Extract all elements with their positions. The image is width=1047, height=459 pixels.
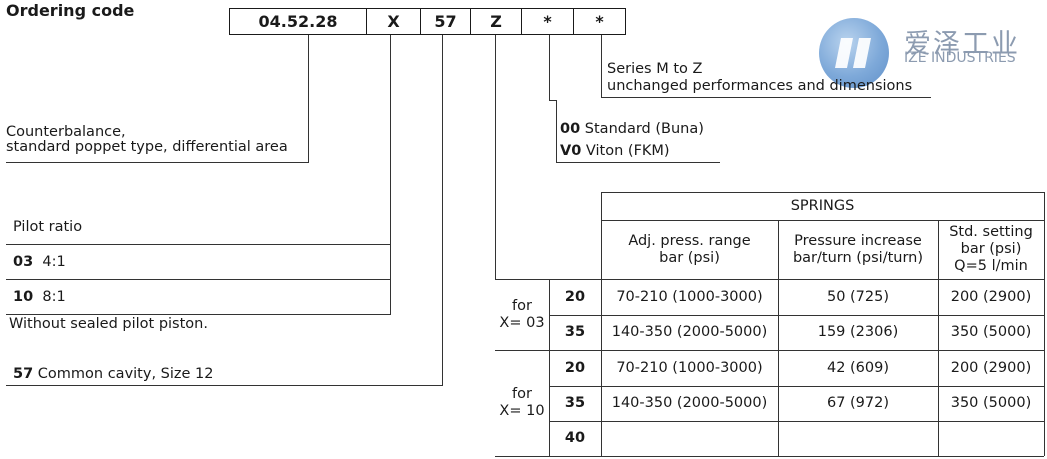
grid-line bbox=[549, 421, 1044, 422]
spring-code: 40 bbox=[564, 430, 586, 446]
pilot-heading: Pilot ratio bbox=[13, 219, 83, 235]
grid-line bbox=[778, 220, 779, 456]
spring-code: 35 bbox=[564, 395, 586, 411]
grid-line bbox=[495, 279, 1044, 280]
seal-label: Standard (Buna) bbox=[584, 121, 704, 137]
header-line: Q=5 l/min bbox=[954, 258, 1028, 274]
code-segment-series: * bbox=[573, 8, 626, 35]
cavity-option: 57 Common cavity, Size 12 bbox=[13, 366, 214, 383]
header-line: Adj. press. range bbox=[628, 232, 751, 249]
spring-setting: 350 (5000) bbox=[950, 395, 1032, 411]
pilot-label: 4:1 bbox=[42, 254, 66, 270]
code-segment-cavity: 57 bbox=[420, 8, 471, 35]
cavity-underline bbox=[6, 385, 443, 386]
code-segment-pilot: X bbox=[366, 8, 421, 35]
logo-chinese-text: 爱泽工业 bbox=[904, 29, 1020, 60]
grid-line bbox=[495, 350, 1044, 351]
logo-english-text: IZE INDUSTRIES bbox=[904, 50, 1016, 66]
grid-line bbox=[549, 279, 550, 456]
group-x: X= 10 bbox=[499, 403, 545, 419]
grid-line bbox=[495, 456, 1044, 457]
spring-code: 35 bbox=[564, 324, 586, 340]
pilot-underline-10 bbox=[6, 314, 391, 315]
page-title: Ordering code bbox=[6, 1, 135, 20]
spring-setting: 200 (2900) bbox=[950, 359, 1032, 376]
series-line-1: Series M to Z bbox=[607, 61, 703, 77]
header-std-setting: Std. setting bar (psi) Q=5 l/min bbox=[938, 220, 1044, 279]
spring-increase: 50 (725) bbox=[826, 288, 890, 305]
spring-range: 70-210 (1000-3000) bbox=[616, 288, 763, 305]
spring-setting: 200 (2900) bbox=[950, 288, 1032, 305]
spring-setting bbox=[938, 421, 1044, 456]
code-segment-seals: * bbox=[521, 8, 574, 35]
leader-seals bbox=[556, 100, 557, 162]
header-line: bar (psi) bbox=[960, 241, 1022, 257]
leader-pilot bbox=[390, 35, 391, 315]
leader-cavity bbox=[442, 35, 443, 385]
leader-series bbox=[601, 35, 602, 97]
series-underline bbox=[601, 97, 931, 98]
spring-increase: 42 (609) bbox=[826, 359, 890, 376]
header-adj-range: Adj. press. range bar (psi) bbox=[601, 220, 778, 279]
group-for: for bbox=[512, 386, 532, 402]
pilot-code: 03 bbox=[13, 254, 34, 270]
header-line: bar (psi) bbox=[659, 249, 720, 266]
springs-title: SPRINGS bbox=[790, 197, 855, 214]
spring-increase: 67 (972) bbox=[826, 395, 890, 411]
leader-seals-upper bbox=[549, 35, 550, 100]
code-segment-model: 04.52.28 bbox=[229, 8, 367, 35]
pilot-option-03: 03 4:1 bbox=[13, 254, 66, 271]
cavity-code: 57 bbox=[13, 366, 34, 382]
group-for: for bbox=[512, 297, 532, 314]
spring-code: 20 bbox=[564, 359, 586, 376]
seal-label: Viton (FKM) bbox=[585, 143, 670, 159]
seal-option-00: 00 Standard (Buna) bbox=[560, 121, 704, 138]
spring-increase bbox=[778, 421, 938, 456]
series-line-2: unchanged performances and dimensions bbox=[607, 78, 913, 94]
seal-code: 00 bbox=[560, 121, 581, 137]
spring-increase: 159 (2306) bbox=[817, 324, 899, 340]
grid-line bbox=[601, 192, 602, 456]
pilot-code: 10 bbox=[13, 289, 34, 305]
grid-line bbox=[601, 220, 1044, 221]
header-pressure-increase: Pressure increase bar/turn (psi/turn) bbox=[778, 220, 938, 279]
spring-code: 20 bbox=[564, 288, 586, 305]
header-line: Std. setting bbox=[949, 224, 1033, 240]
leader-model bbox=[308, 35, 309, 162]
group-label-x03: for X= 03 bbox=[495, 279, 549, 350]
group-label-x10: for X= 10 bbox=[495, 350, 549, 456]
seal-code: V0 bbox=[560, 143, 582, 159]
cavity-label: Common cavity, Size 12 bbox=[37, 366, 214, 382]
header-line: Pressure increase bbox=[794, 232, 922, 249]
spring-range: 140-350 (2000-5000) bbox=[611, 324, 768, 340]
pilot-note: Without sealed pilot piston. bbox=[9, 316, 208, 332]
logo-mark-icon bbox=[819, 18, 889, 88]
pilot-option-10: 10 8:1 bbox=[13, 289, 66, 306]
spring-setting: 350 (5000) bbox=[950, 324, 1032, 340]
header-line: bar/turn (psi/turn) bbox=[792, 249, 924, 266]
grid-line bbox=[549, 386, 1044, 387]
leader-seals-jog bbox=[549, 100, 557, 101]
leader-spring bbox=[495, 35, 496, 279]
seals-underline bbox=[556, 162, 720, 163]
spring-range bbox=[601, 421, 778, 456]
grid-line bbox=[938, 220, 939, 456]
grid-line bbox=[1044, 192, 1045, 456]
group-x: X= 03 bbox=[499, 314, 545, 331]
seal-option-v0: V0 Viton (FKM) bbox=[560, 143, 670, 160]
description-line-2: standard poppet type, differential area bbox=[6, 139, 288, 155]
grid-line bbox=[549, 315, 1044, 316]
spring-range: 140-350 (2000-5000) bbox=[611, 395, 768, 411]
pilot-underline-03 bbox=[6, 279, 391, 280]
pilot-underline-heading bbox=[6, 244, 391, 245]
spring-range: 70-210 (1000-3000) bbox=[616, 359, 763, 376]
leader-model-underline bbox=[6, 162, 309, 163]
code-segment-spring: Z bbox=[470, 8, 522, 35]
grid-line bbox=[601, 192, 1044, 193]
description-line-1: Counterbalance, bbox=[6, 124, 126, 140]
pilot-label: 8:1 bbox=[42, 289, 66, 305]
